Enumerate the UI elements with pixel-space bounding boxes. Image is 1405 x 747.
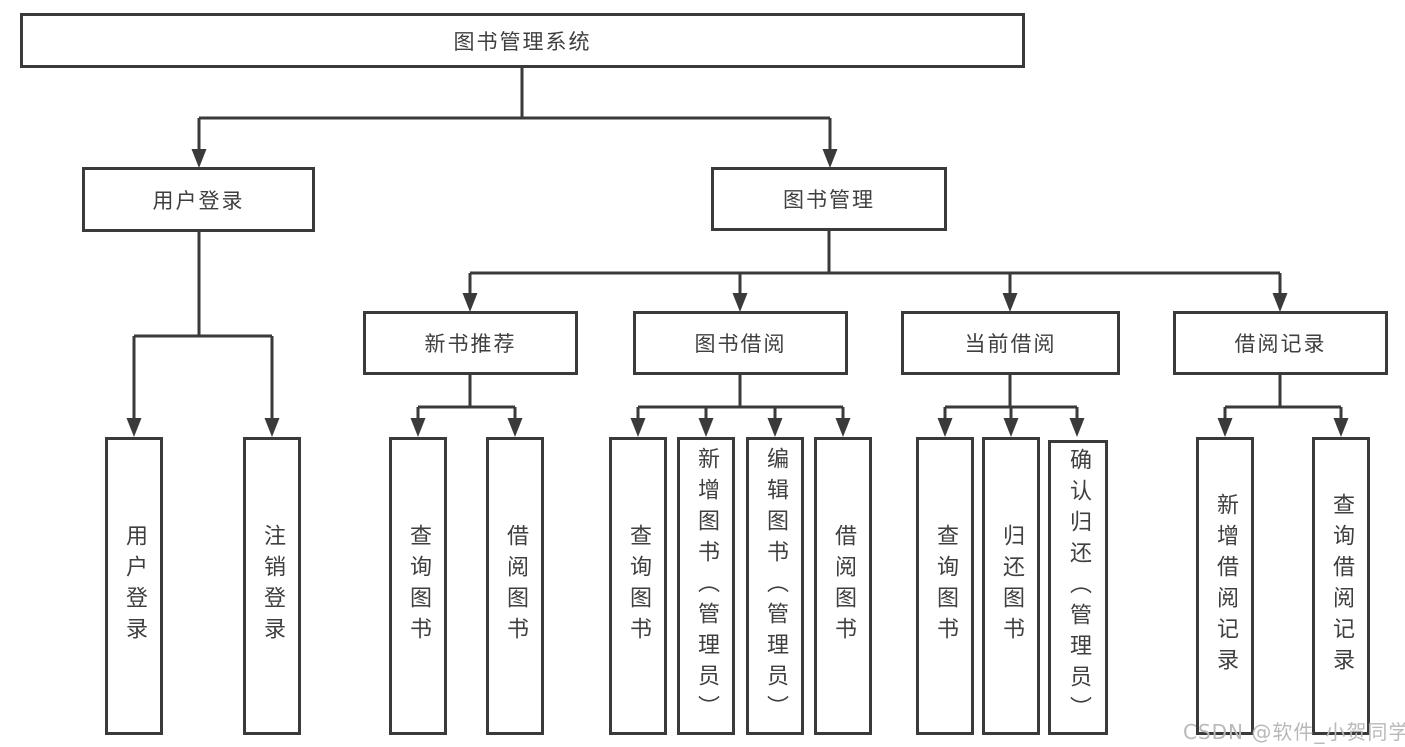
arrow-down-icon	[732, 293, 748, 312]
arrow-down-icon	[630, 418, 646, 437]
leaf-query-books: 查询图书	[389, 437, 447, 735]
leaf-label: 借阅图书	[503, 524, 528, 648]
leaf-label: 用户登录	[122, 524, 147, 648]
leaf-edit-books-admin: 编辑图书（管理员）	[746, 437, 804, 735]
leaf-label: 确认归还（管理员）	[1066, 448, 1091, 727]
arrow-down-icon	[410, 418, 426, 437]
leaf-borrow-books: 借阅图书	[486, 437, 544, 735]
node-book-management: 图书管理	[711, 167, 947, 231]
leaf-label: 查询图书	[933, 524, 958, 648]
leaf-label: 查询图书	[406, 524, 431, 648]
leaf-confirm-return-admin: 确认归还（管理员）	[1048, 440, 1108, 735]
leaf-query-books: 查询图书	[609, 437, 667, 735]
connector-lines	[197, 66, 832, 150]
connector-lines	[132, 230, 274, 420]
leaf-add-books-admin: 新增图书（管理员）	[677, 437, 735, 735]
arrow-down-icon	[126, 418, 142, 437]
leaf-label: 编辑图书（管理员）	[763, 446, 788, 726]
leaf-label: 查询借阅记录	[1329, 493, 1354, 679]
leaf-label: 借阅图书	[831, 524, 856, 648]
connectors	[126, 66, 1349, 437]
leaf-label: 新增借阅记录	[1213, 493, 1238, 679]
leaf-return-books: 归还图书	[982, 437, 1040, 735]
arrow-down-icon	[1272, 293, 1288, 312]
csdn-watermark: CSDN @软件_小贺同学	[1183, 720, 1405, 744]
connector-lines	[943, 375, 1079, 420]
arrow-down-icon	[1069, 418, 1085, 437]
connector-lines	[636, 375, 845, 420]
leaf-logout: 注销登录	[243, 437, 301, 735]
arrow-down-icon	[1217, 418, 1233, 437]
node-user-login: 用户登录	[82, 167, 315, 232]
node-book-borrow: 图书借阅	[633, 311, 848, 375]
arrow-down-icon	[937, 418, 953, 437]
arrow-down-icon	[462, 293, 478, 312]
arrow-down-icon	[767, 418, 783, 437]
node-borrow-record: 借阅记录	[1173, 311, 1388, 375]
connector-lines	[468, 230, 1282, 294]
arrow-down-icon	[698, 418, 714, 437]
leaf-query-books: 查询图书	[916, 437, 974, 735]
arrow-down-icon	[822, 149, 838, 168]
node-current-borrow: 当前借阅	[901, 311, 1120, 375]
node-new-book-recommend: 新书推荐	[363, 311, 578, 375]
leaf-add-borrow-record: 新增借阅记录	[1196, 437, 1254, 735]
arrow-down-icon	[835, 418, 851, 437]
leaf-borrow-books: 借阅图书	[814, 437, 872, 735]
leaf-label: 新增图书（管理员）	[694, 446, 719, 726]
arrow-down-icon	[1333, 418, 1349, 437]
arrow-down-icon	[191, 149, 207, 168]
connector-lines	[1223, 375, 1343, 420]
arrow-down-icon	[1003, 418, 1019, 437]
leaf-label: 归还图书	[999, 524, 1024, 648]
node-root: 图书管理系统	[20, 13, 1025, 68]
leaf-label: 查询图书	[626, 524, 651, 648]
arrow-down-icon	[507, 418, 523, 437]
arrow-down-icon	[264, 418, 280, 437]
arrow-down-icon	[1002, 293, 1018, 312]
leaf-query-borrow-record: 查询借阅记录	[1312, 437, 1370, 735]
leaf-label: 注销登录	[260, 524, 285, 648]
connector-lines	[416, 375, 517, 420]
leaf-user-login: 用户登录	[105, 437, 163, 735]
